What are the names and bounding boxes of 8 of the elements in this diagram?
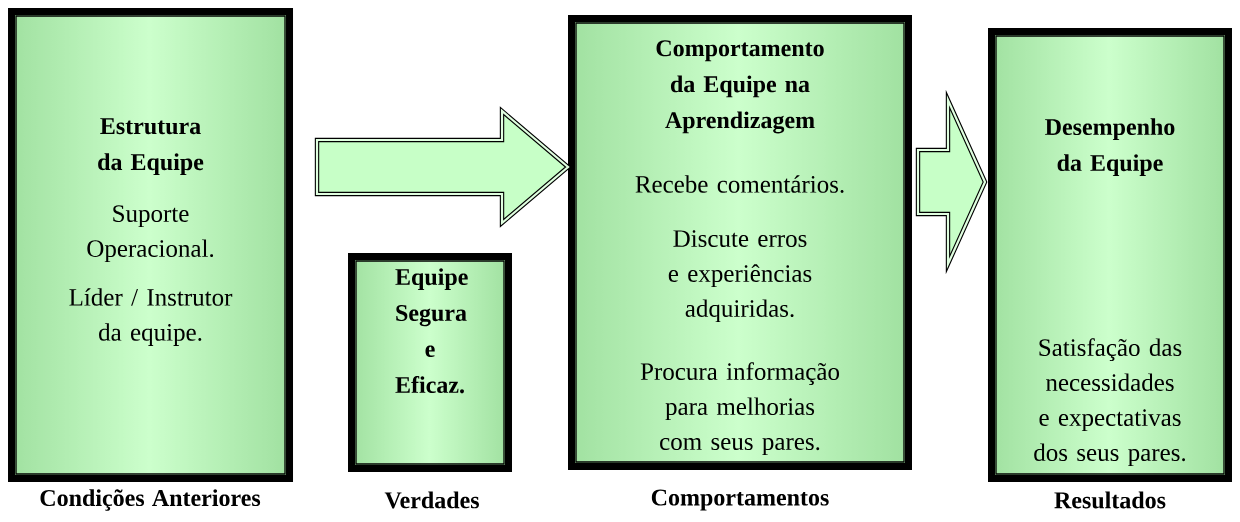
stage-label: Verdades: [384, 491, 479, 509]
process-box: Comportamento da Equipe na Aprendizagem Recebe comentários. Discute erros e experiências adquiridas. Procura informação para melhorias com seus pares.: [568, 15, 912, 470]
stage-label: Comportamentos: [651, 489, 829, 511]
block-arrow: [314, 106, 572, 228]
process-box: Estrutura da Equipe Suporte Operacional. Líder / Instrutor da equipe.: [8, 8, 293, 482]
process-box: Desempenho da Equipe Satisfação das necessidades e expectativas dos seus pares.: [988, 28, 1232, 482]
process-box: Equipe Segura e Eficaz.: [348, 253, 512, 472]
block-arrow: [915, 89, 988, 275]
